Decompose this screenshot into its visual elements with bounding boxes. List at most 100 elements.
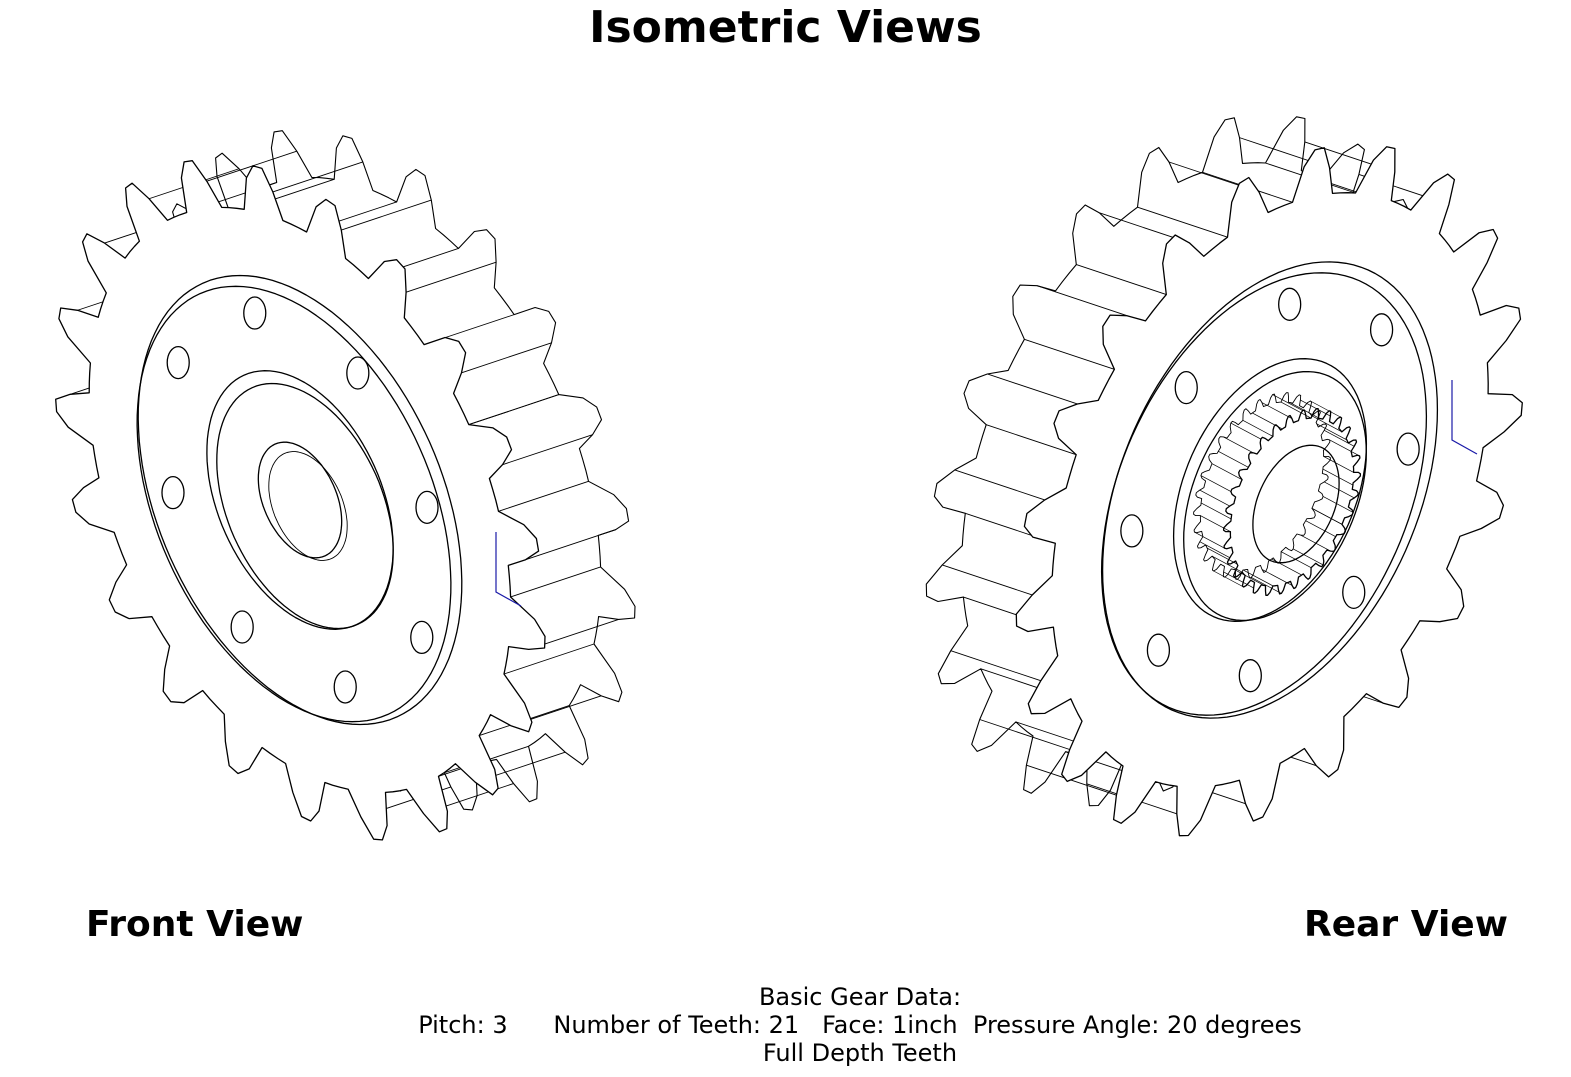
spline-edge bbox=[1218, 451, 1249, 468]
gear-tooth-edge bbox=[206, 150, 297, 182]
spline-edge bbox=[1322, 496, 1354, 513]
spline-edge bbox=[1300, 399, 1331, 417]
front-view-gear bbox=[55, 130, 636, 841]
gear-face-width: Face: 1inch bbox=[822, 1011, 958, 1039]
spline-edge bbox=[1310, 400, 1341, 418]
gear-tooth-edge bbox=[502, 434, 593, 466]
spline-edge bbox=[1252, 412, 1283, 430]
spline-edge bbox=[1199, 489, 1230, 507]
gear-tooth-edge bbox=[954, 469, 1045, 501]
spline-edge bbox=[1271, 558, 1302, 576]
gear-tooth-edge bbox=[525, 529, 616, 561]
spline-edge bbox=[1199, 541, 1230, 558]
bolt-hole bbox=[410, 620, 434, 655]
spline-edge bbox=[1323, 456, 1354, 473]
bolt-hole bbox=[1369, 313, 1394, 347]
bolt-hole bbox=[346, 356, 370, 390]
gear-tooth-edge bbox=[987, 373, 1078, 405]
gear-data-specs: Pitch: 3 Number of Teeth: 21 Face: 1inch… bbox=[340, 1011, 1380, 1039]
gear-tooth-edge bbox=[1036, 285, 1128, 317]
page-title: Isometric Views bbox=[589, 2, 982, 53]
gear-tooth-edge bbox=[405, 261, 497, 293]
spline-edge bbox=[1223, 436, 1254, 454]
spline-edge bbox=[1242, 420, 1274, 437]
bolt-hole bbox=[1120, 514, 1144, 548]
gear-data-depth: Full Depth Teeth bbox=[762, 1039, 958, 1067]
gear-teeth-count: Number of Teeth: 21 bbox=[553, 1011, 800, 1039]
spline-edge bbox=[1251, 577, 1282, 594]
spline-edge bbox=[1316, 423, 1348, 441]
spline-edge bbox=[1272, 394, 1303, 411]
gear-tooth-edge bbox=[979, 719, 1070, 750]
bore-hole bbox=[257, 441, 343, 559]
bolt-hole bbox=[1278, 287, 1302, 321]
gear-tooth-edge bbox=[510, 566, 601, 598]
spline-edge bbox=[1194, 531, 1225, 549]
spline-edge bbox=[1293, 548, 1324, 566]
gear-tooth-edge bbox=[1137, 206, 1228, 238]
bolt-hole bbox=[1146, 633, 1171, 667]
spline-edge bbox=[1200, 475, 1232, 492]
spline-edge bbox=[1233, 569, 1265, 586]
gear-tooth-edge bbox=[1024, 338, 1115, 370]
bore-hole-depth bbox=[268, 451, 348, 561]
spline-edge bbox=[1261, 402, 1293, 419]
gear-front-face bbox=[1015, 146, 1523, 837]
hub-boss-edge bbox=[1183, 370, 1367, 622]
bore-hole bbox=[1252, 444, 1340, 564]
hub-outer-ring bbox=[1101, 261, 1439, 719]
spline-edge bbox=[1213, 570, 1244, 588]
rear-view-label: Rear View bbox=[1304, 904, 1508, 945]
spline-edge bbox=[1322, 468, 1354, 486]
spline-edge bbox=[1206, 547, 1238, 565]
spline-edge bbox=[1261, 569, 1293, 586]
hub-outer-ring bbox=[137, 274, 463, 726]
hub-outer-ring-edge bbox=[1100, 272, 1428, 716]
bolt-hole bbox=[166, 345, 190, 380]
hub-outer-ring-edge bbox=[136, 285, 452, 723]
gear-tooth-edge bbox=[986, 424, 1077, 456]
gear-tooth-edge bbox=[341, 199, 432, 231]
spline-edge bbox=[1280, 401, 1312, 419]
rear-view-gear bbox=[925, 116, 1523, 837]
gear-tooth-edge bbox=[468, 394, 559, 426]
spline-edge bbox=[1305, 520, 1336, 537]
hub-boss bbox=[1172, 358, 1368, 622]
bolt-hole bbox=[1396, 432, 1420, 466]
gear-tooth-edge bbox=[950, 650, 1041, 682]
spline-edge bbox=[1211, 463, 1243, 481]
basic-gear-data: Basic Gear Data: Pitch: 3 Number of Teet… bbox=[340, 983, 1380, 1067]
spline-edge bbox=[1329, 439, 1360, 457]
gear-tooth-edge bbox=[272, 161, 363, 193]
gear-tooth-edge bbox=[503, 643, 595, 675]
bolt-hole bbox=[243, 296, 267, 330]
spline-edge bbox=[1223, 571, 1254, 589]
hub-boss-edge bbox=[216, 382, 394, 630]
axis-triad bbox=[1451, 380, 1478, 455]
bolt-hole bbox=[1342, 575, 1366, 610]
bolt-hole bbox=[230, 610, 254, 644]
spline-edge bbox=[1289, 402, 1321, 419]
spline-edge bbox=[1230, 422, 1261, 440]
gear-tooth-edge bbox=[942, 564, 1033, 596]
spline-edge bbox=[1311, 415, 1342, 433]
gear-pressure-angle: Pressure Angle: 20 degrees bbox=[972, 1011, 1302, 1039]
front-view-label: Front View bbox=[86, 904, 304, 945]
bolt-hole bbox=[1238, 659, 1262, 693]
gear-data-heading: Basic Gear Data: bbox=[758, 983, 962, 1011]
bolt-hole bbox=[1174, 370, 1198, 405]
bolt-hole bbox=[415, 490, 439, 525]
bolt-hole bbox=[333, 670, 357, 704]
gear-pitch: Pitch: 3 bbox=[418, 1011, 508, 1039]
gear-tooth-edge bbox=[461, 342, 552, 374]
spline-edge bbox=[1242, 569, 1274, 587]
spline-edge bbox=[1212, 555, 1243, 573]
hub-boss bbox=[206, 370, 394, 630]
bolt-hole bbox=[161, 475, 185, 510]
spline-edge bbox=[1200, 502, 1232, 520]
gear-front-face bbox=[55, 160, 546, 841]
spline-edge bbox=[1311, 507, 1343, 525]
gear-tooth-edge bbox=[1076, 264, 1167, 295]
axis-triad bbox=[495, 532, 522, 607]
